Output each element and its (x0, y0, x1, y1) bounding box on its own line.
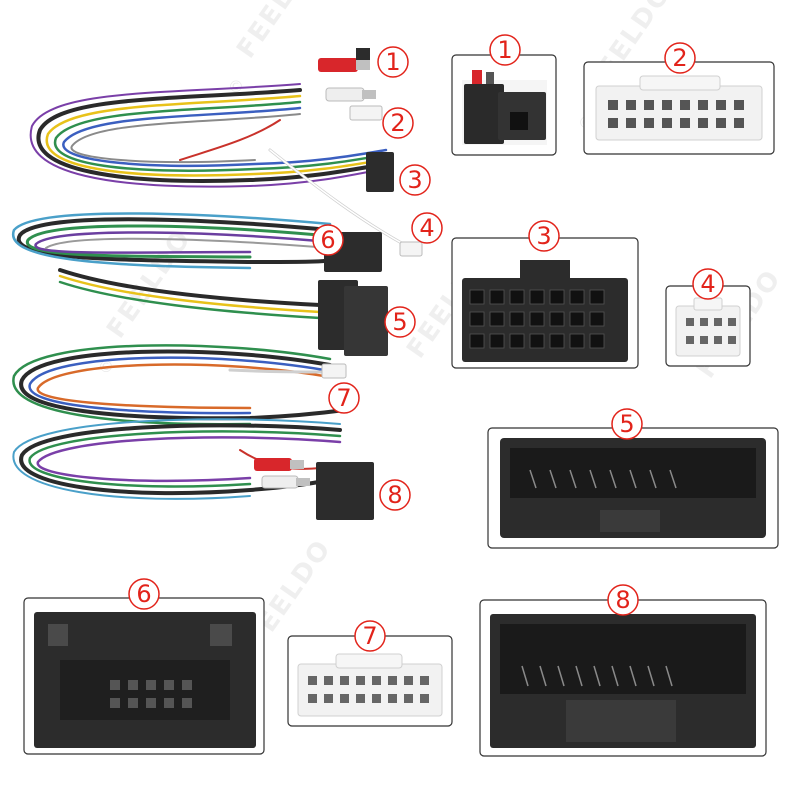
callout-label: 2 (672, 44, 687, 72)
detail-panel-2: 2 (583, 42, 775, 155)
connector-7-body (297, 663, 443, 717)
connector-7-pins (308, 676, 429, 703)
callout-label: 7 (336, 384, 351, 412)
callout-label: 8 (387, 481, 402, 509)
connector-6-pins (110, 680, 192, 708)
rca-plug-white (261, 475, 299, 489)
rca-plugs-top (318, 48, 376, 102)
callout-label: 7 (362, 622, 377, 650)
connector-1-body (464, 84, 504, 144)
connector-4-body (675, 305, 741, 357)
callout-label: 2 (390, 109, 405, 137)
rca-plug-tip (290, 460, 304, 469)
small-connector (356, 48, 370, 60)
harness-connectors (316, 105, 423, 520)
connector-8-pins (521, 665, 673, 687)
wire-harness (11, 83, 407, 500)
connector-3-pins (469, 289, 605, 349)
connector-5-plug-b (344, 286, 388, 356)
callout-label: 6 (136, 580, 151, 608)
callout-label: 1 (497, 36, 512, 64)
connector-4-pins (686, 318, 736, 344)
callout-label: 4 (700, 270, 715, 298)
detail-panel-5: 5 (487, 408, 779, 549)
watermark-copyright: © (228, 77, 244, 96)
rca-plug-tip (362, 90, 376, 99)
rca-plug-tip (296, 478, 310, 486)
harness-callouts: 1 2 3 4 6 5 7 8 (312, 46, 443, 511)
callout-label: 3 (407, 166, 422, 194)
watermark-text: FEELDO (231, 0, 328, 64)
connector-2-pins (608, 100, 744, 128)
callout-label: 5 (619, 410, 634, 438)
connector-7-plug (321, 363, 347, 379)
detail-panel-4: 4 (665, 268, 751, 367)
detail-panel-8: 8 (479, 584, 767, 757)
callout-label: 8 (615, 586, 630, 614)
connector-2-plug (349, 105, 383, 121)
callout-label: 4 (419, 214, 434, 242)
connector-3-plug (366, 152, 394, 192)
connector-8-plug (316, 462, 374, 520)
rca-plug-red (318, 58, 358, 72)
callout-label: 3 (536, 222, 551, 250)
callout-label: 6 (320, 226, 335, 254)
detail-panel-7: 7 (287, 620, 453, 727)
connector-4-plug (399, 241, 423, 257)
callout-label: 5 (392, 308, 407, 336)
rca-plug-white (325, 87, 365, 102)
detail-panel-1: 1 (451, 34, 557, 156)
rca-plug-tip (356, 60, 370, 70)
rca-plugs-bottom (254, 458, 310, 489)
connector-2-body (595, 85, 763, 141)
callout-label: 1 (385, 48, 400, 76)
rca-plug-red (254, 458, 292, 471)
detail-panel-3: 3 (451, 220, 639, 369)
detail-panel-6: 6 (23, 578, 265, 755)
connector-5-pins (529, 469, 677, 489)
